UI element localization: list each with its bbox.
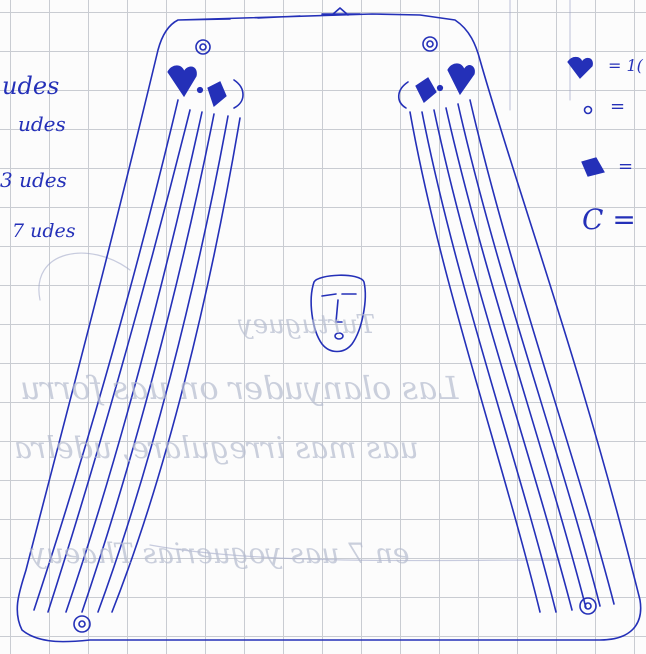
legend-text-circle: = [610, 98, 625, 116]
square-shape-symbol [582, 158, 604, 176]
top-left-hole-inner [200, 44, 206, 50]
right-strings [410, 100, 614, 612]
bottom-right-hole [580, 598, 596, 614]
left-note-2: udes [18, 114, 66, 134]
legend-text-heart: = 1( [608, 58, 643, 74]
left-eye [322, 294, 336, 296]
top-left-hole [196, 40, 210, 54]
top-right-crescent [399, 82, 408, 108]
left-note-3: 3 udes [0, 170, 67, 190]
bleed-curve [39, 253, 130, 300]
top-left-heart [168, 66, 196, 96]
top-left-crescent [234, 80, 243, 108]
string [446, 108, 586, 608]
legend-text-crescent: C = [582, 206, 636, 234]
left-note-4: 7 udes [12, 222, 76, 241]
string [470, 100, 614, 604]
bleed-text-line: Turtuguey [238, 312, 375, 338]
bottom-left-hole [74, 616, 90, 632]
top-right-dot [438, 86, 443, 91]
string [458, 104, 600, 606]
bleed-text-line: uas mas irregulare, udelra [14, 434, 419, 464]
legend-text-square: = [618, 158, 633, 176]
bleed-text-line: en 7 uas yoguerias Thaeuy [30, 540, 410, 568]
top-right-square [416, 78, 436, 102]
bleed-text-line: Las olanyuder on uas forru [20, 372, 458, 404]
string [422, 112, 556, 612]
bottom-left-hole-inner [79, 621, 85, 627]
small-circle-symbol [585, 107, 592, 114]
string [410, 112, 540, 612]
left-note-1: udes [2, 74, 59, 98]
top-right-hole-inner [427, 41, 433, 47]
top-left-square [208, 82, 226, 106]
top-right-hole [423, 37, 437, 51]
top-left-dot [198, 88, 203, 93]
heart-shape-symbol [568, 58, 592, 79]
top-right-heart [448, 64, 474, 94]
string [434, 110, 572, 610]
